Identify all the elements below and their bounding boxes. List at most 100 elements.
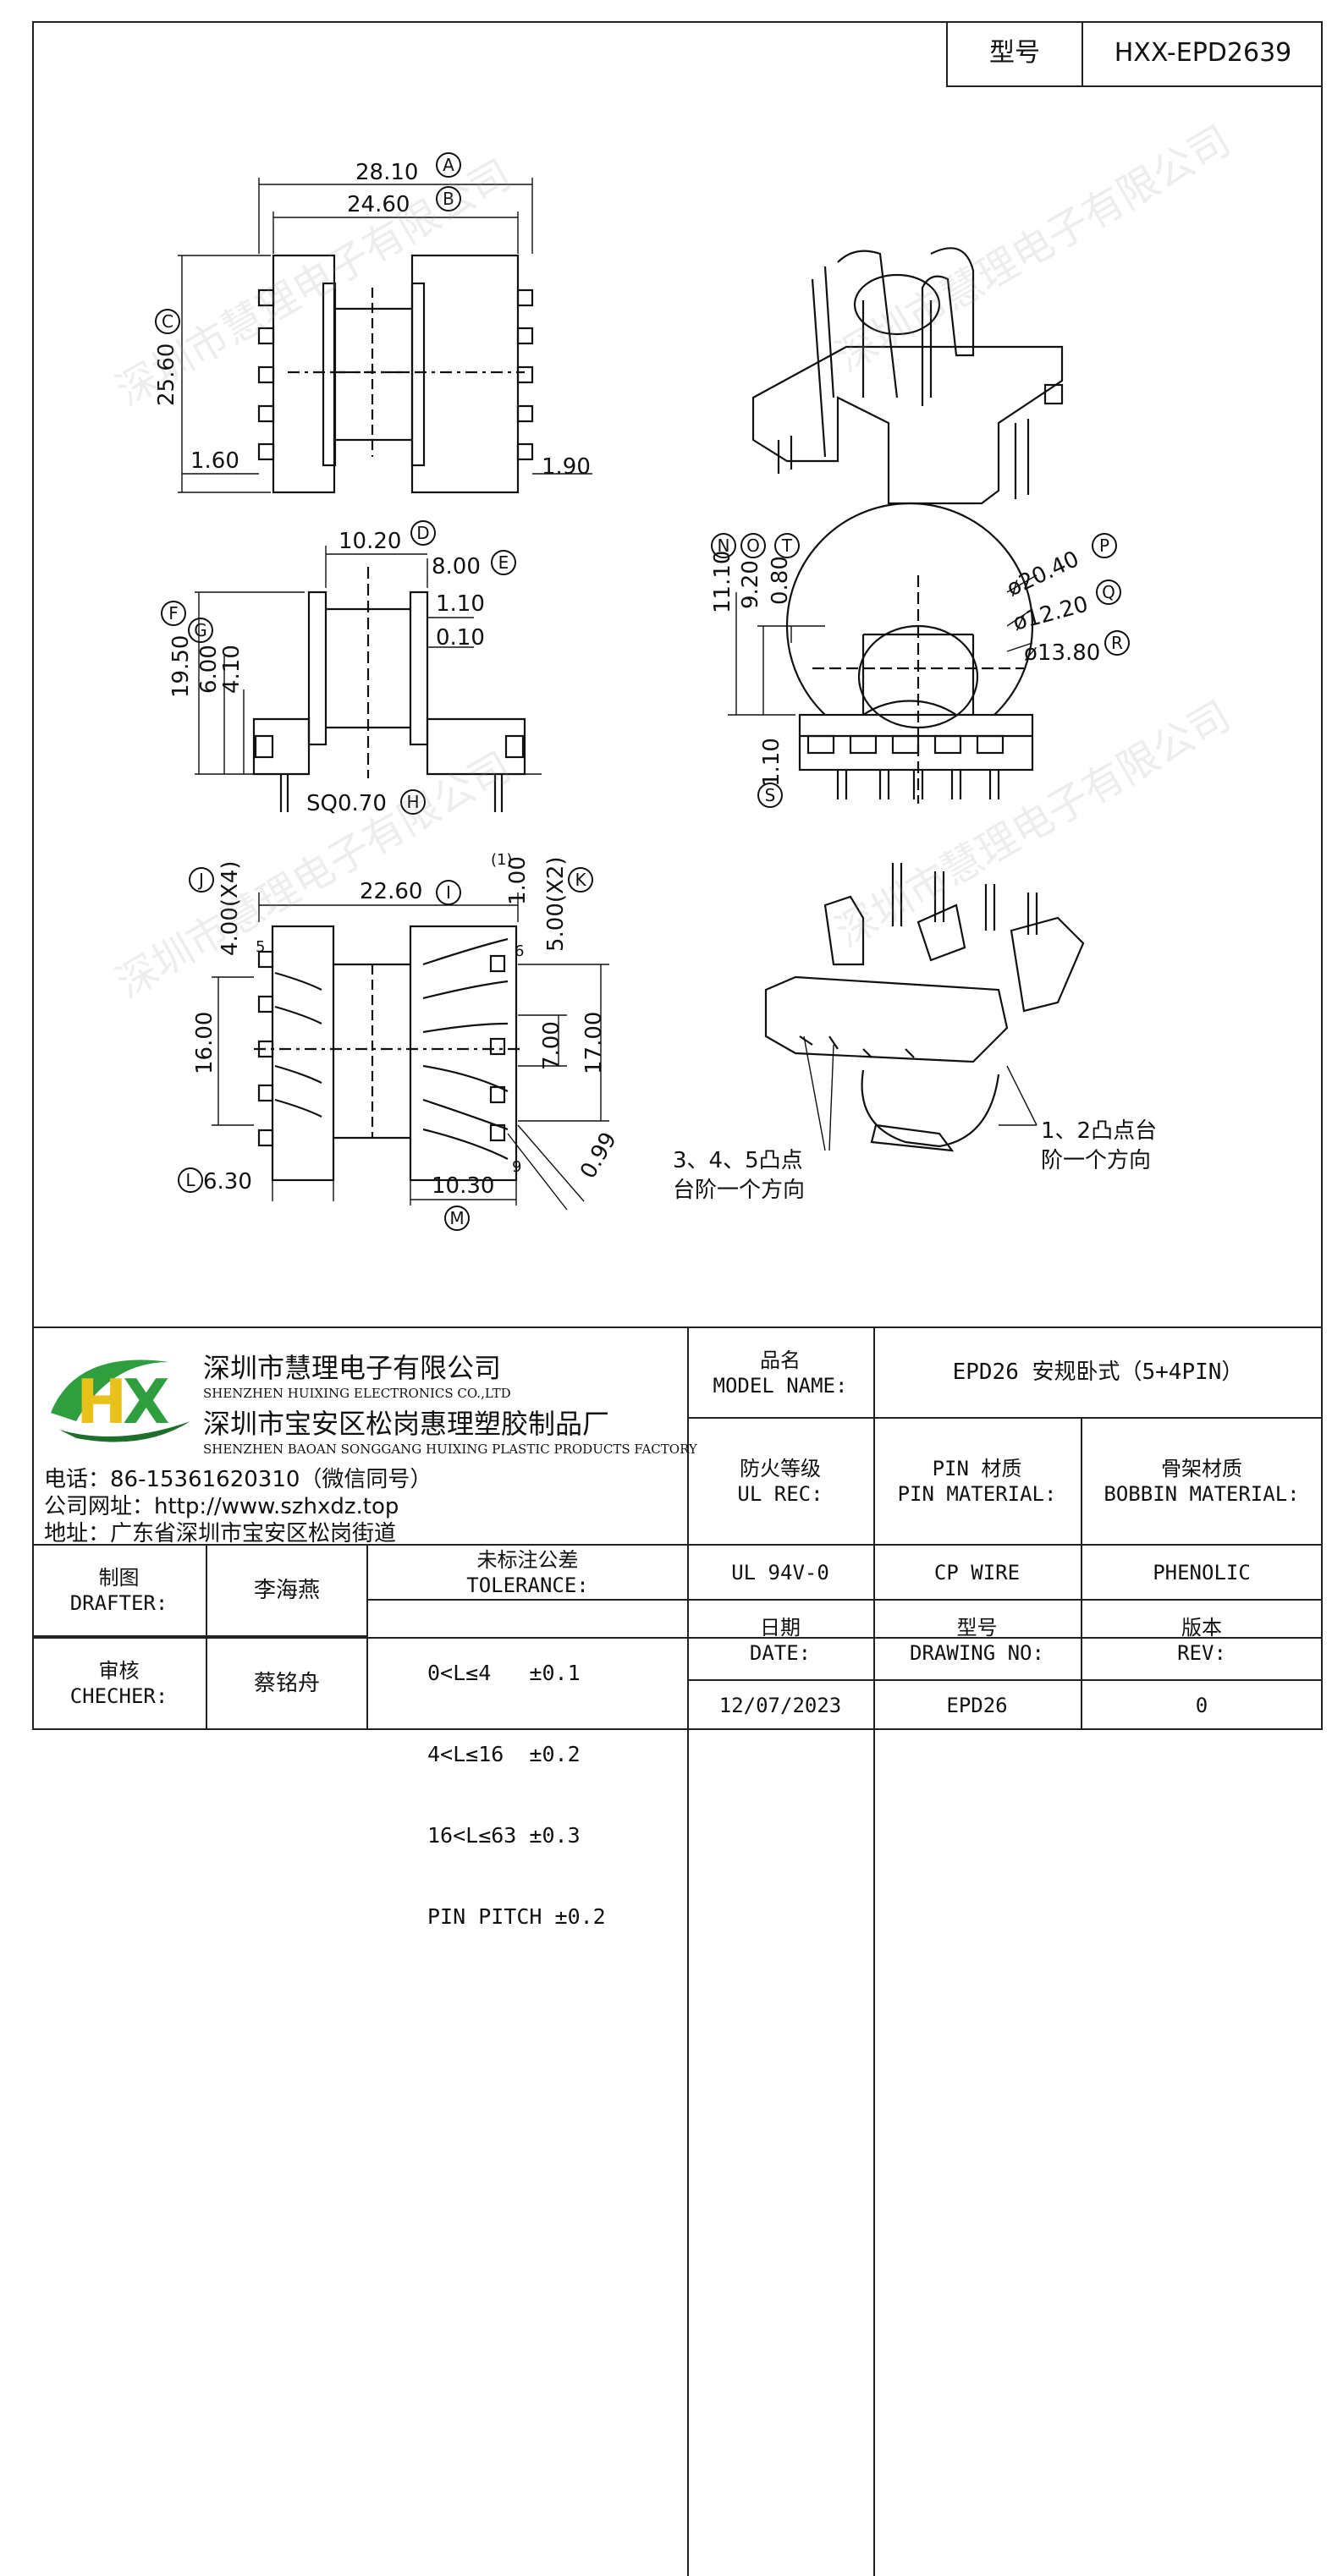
bobbin-material-label: 骨架材质 BOBBIN MATERIAL:	[1104, 1457, 1300, 1506]
company-logo: H X	[51, 1359, 190, 1442]
drawing-no-value: EPD26	[946, 1694, 1008, 1717]
marker-s: S	[765, 785, 776, 805]
marker-circle-n	[711, 533, 736, 558]
dim-6-00: 6.00	[196, 645, 222, 694]
note-left-line2: 台阶一个方向	[673, 1178, 805, 1203]
marker-d: D	[416, 523, 429, 543]
marker-circle-c	[155, 309, 180, 334]
marker-o: O	[746, 536, 760, 556]
marker-circle-g	[188, 618, 213, 643]
header-box: 型号 HXX-EPD2639	[946, 21, 1323, 87]
pin-number-1: (1)	[491, 851, 513, 869]
dim-10-20: 10.20	[339, 529, 401, 554]
dim-0-99: 0.99	[575, 1128, 622, 1183]
pin-material-label: PIN 材质 PIN MATERIAL:	[897, 1457, 1057, 1506]
drawing-frame	[32, 21, 1323, 1730]
dim-11-10: 11.10	[710, 551, 735, 613]
company-website: 公司网址：http://www.szhxdz.top	[44, 1494, 399, 1519]
dim-0-10: 0.10	[436, 625, 485, 651]
watermark-3: 深圳市慧理电子有限公司	[108, 743, 519, 1008]
marker-p: P	[1099, 536, 1109, 556]
marker-r: R	[1111, 633, 1123, 653]
dim-8-00: 8.00	[432, 554, 481, 579]
note-right-line1: 1、2凸点台	[1041, 1118, 1157, 1144]
dim-28-10: 28.10	[355, 160, 418, 185]
marker-h: H	[406, 792, 419, 812]
marker-circle-q	[1096, 579, 1121, 605]
marker-circle-t	[774, 533, 800, 558]
company-name-en: SHENZHEN HUIXING ELECTRONICS CO.,LTD	[203, 1386, 511, 1401]
marker-circle-s	[757, 783, 783, 808]
marker-circle-l	[178, 1167, 203, 1193]
drawing-no-label: 型号 DRAWING NO:	[910, 1615, 1044, 1665]
factory-name-cn: 深圳市宝安区松岗惠理塑胶制品厂	[203, 1408, 610, 1440]
marker-circle-p	[1092, 533, 1117, 558]
marker-circle-k	[568, 867, 593, 893]
dim-1-10: 1.10	[436, 591, 485, 617]
note-left-line1: 3、4、5凸点	[673, 1148, 803, 1173]
model-name-value: EPD26 安规卧式（5+4PIN）	[952, 1359, 1244, 1386]
marker-circle-a	[436, 152, 461, 178]
date-label: 日期 DATE:	[749, 1615, 812, 1665]
watermark-1: 深圳市慧理电子有限公司	[108, 151, 519, 415]
dim-sq0-70: SQ0.70	[306, 791, 387, 816]
pin-number-6: 6	[515, 942, 524, 960]
factory-name-en: SHENZHEN BAOAN SONGGANG HUIXING PLASTIC …	[203, 1442, 697, 1457]
dim-1-90: 1.90	[542, 454, 591, 480]
dim-phi-20-40: ø20.40	[1003, 547, 1083, 601]
tolerance-label: 未标注公差 TOLERANCE:	[466, 1547, 589, 1597]
dim-phi-12-20: ø12.20	[1010, 591, 1091, 635]
isometric-view-top	[751, 247, 1064, 505]
note-right-line2: 阶一个方向	[1041, 1148, 1151, 1173]
marker-circle-d	[410, 520, 436, 546]
company-phone: 电话：86-15361620310（微信同号）	[44, 1467, 432, 1492]
dim-4-10: 4.10	[219, 645, 245, 694]
dim-24-60: 24.60	[347, 192, 410, 217]
bobbin-material-value: PHENOLIC	[1153, 1560, 1251, 1585]
dim-25-60: 25.60	[154, 343, 179, 406]
marker-g: G	[194, 620, 207, 640]
marker-circle-i	[436, 880, 461, 905]
pin-number-9: 9	[512, 1158, 521, 1176]
side-view	[195, 546, 542, 812]
tolerance-row: 4<L≤16 ±0.2	[427, 1742, 581, 1766]
dim-1-60: 1.60	[190, 448, 239, 474]
svg-text:X: X	[123, 1366, 170, 1437]
svg-text:H: H	[76, 1366, 127, 1437]
checker-label: 审核 CHECHER:	[69, 1659, 168, 1708]
marker-i: I	[446, 882, 451, 903]
marker-a: A	[443, 155, 454, 175]
marker-circle-h	[400, 789, 426, 815]
dim-1-00: 1.00	[505, 856, 531, 905]
pin-material-value: CP WIRE	[933, 1560, 1021, 1585]
tolerance-row: 16<L≤63 ±0.3	[427, 1823, 581, 1848]
marker-e: E	[498, 552, 509, 573]
rev-value: 0	[1195, 1694, 1208, 1717]
ul-rec-label: 防火等级 UL REC:	[737, 1457, 823, 1506]
marker-n: N	[718, 536, 730, 556]
company-address: 地址：广东省深圳市宝安区松岗街道	[44, 1521, 397, 1546]
bottom-view	[212, 893, 609, 1211]
marker-j: J	[197, 870, 204, 890]
marker-f: F	[168, 603, 179, 623]
dim-6-30: 6.30	[203, 1169, 252, 1195]
tolerance-row: 0<L≤4 ±0.1	[427, 1661, 581, 1685]
marker-circle-o	[740, 533, 766, 558]
pin-number-5: 5	[256, 938, 265, 956]
drafter-value: 李海燕	[253, 1577, 320, 1603]
dim-5-00x2: 5.00(X2)	[543, 856, 569, 952]
ul-value: UL 94V-0	[731, 1560, 829, 1585]
dim-phi-13-80: ø13.80	[1024, 640, 1100, 666]
dim-0-80: 0.80	[768, 556, 793, 605]
dim-22-60: 22.60	[360, 879, 422, 904]
marker-q: Q	[1102, 582, 1115, 602]
dim-4-00x4: 4.00(X4)	[217, 860, 243, 956]
marker-m: M	[449, 1208, 464, 1228]
marker-circle-j	[189, 867, 214, 893]
marker-circle-b	[436, 186, 461, 211]
drafter-label: 制图 DRAFTER:	[69, 1566, 168, 1615]
tolerance-table: 0<L≤4 ±0.1 4<L≤16 ±0.2 16<L≤63 ±0.3 PIN …	[427, 1606, 606, 1958]
watermark-2: 深圳市慧理电子有限公司	[828, 117, 1238, 382]
top-view	[178, 178, 592, 494]
